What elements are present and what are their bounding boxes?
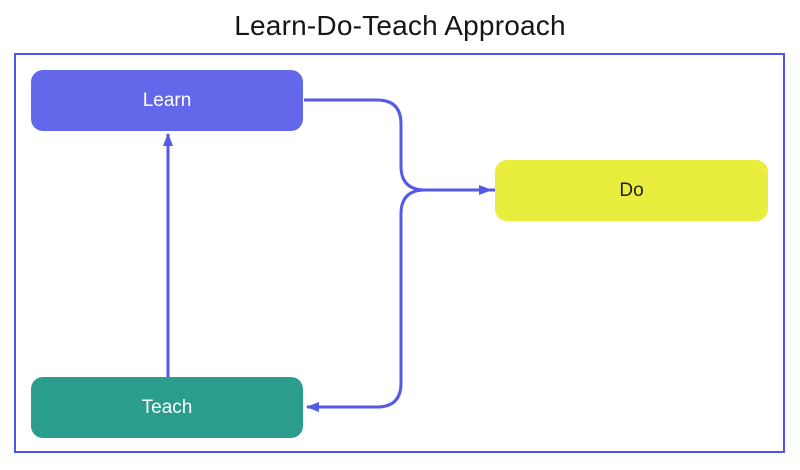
edge-do-to-teach — [306, 188, 495, 412]
node-do: Do — [495, 160, 768, 221]
node-learn: Learn — [31, 70, 303, 131]
node-learn-label: Learn — [142, 90, 192, 111]
diagram-title: Learn-Do-Teach Approach — [234, 10, 566, 41]
diagram-frame — [14, 53, 785, 453]
node-teach-label: Teach — [141, 397, 193, 418]
node-do-label: Do — [619, 180, 644, 201]
edge-learn-to-do — [304, 98, 492, 195]
node-teach: Teach — [31, 377, 303, 438]
